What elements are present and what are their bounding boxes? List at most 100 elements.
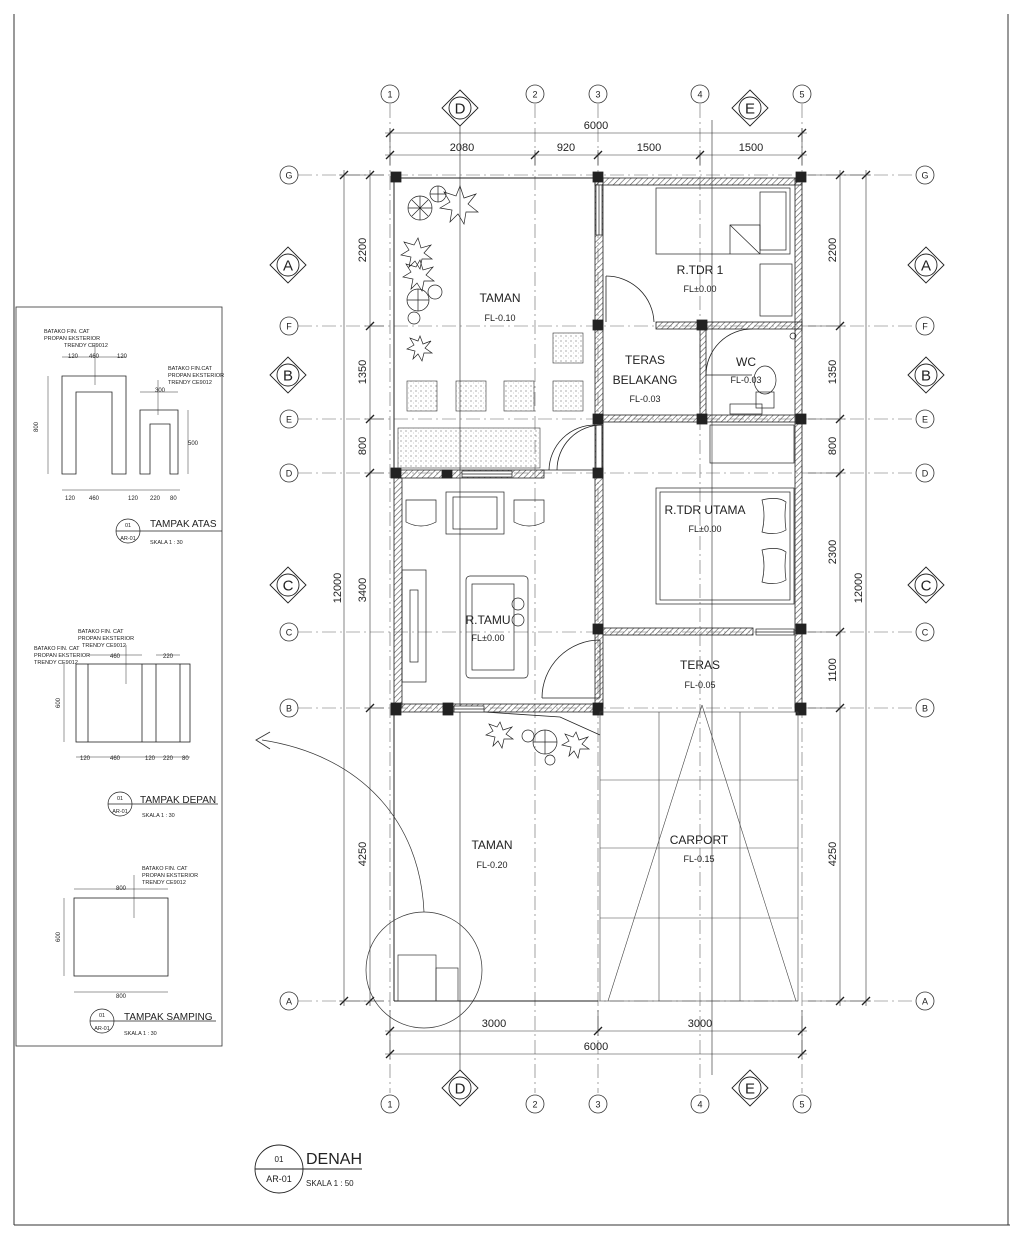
svg-text:120: 120: [128, 496, 139, 502]
grid-lines: [298, 104, 916, 1093]
svg-text:SKALA 1 : 30: SKALA 1 : 30: [124, 1031, 157, 1037]
planter-box: [397, 427, 541, 469]
svg-text:A: A: [283, 258, 293, 275]
grid-bubble-1-bottom: 1: [380, 1094, 400, 1114]
grid-bubbles-bottom: 1 2 3 4 5: [380, 1094, 812, 1114]
svg-text:3: 3: [595, 90, 600, 100]
svg-text:TAMPAK DEPAN: TAMPAK DEPAN: [140, 795, 216, 806]
section-marker-c-left: C: [269, 566, 307, 604]
detail-callout: [255, 731, 483, 1029]
svg-text:E: E: [286, 415, 292, 425]
svg-text:4250: 4250: [357, 842, 369, 866]
svg-text:C: C: [286, 628, 293, 638]
detail-tampak-samping: BATAKO FIN. CAT PROPAN EKSTERIOR TRENDY …: [56, 866, 216, 1037]
dimension-labels: 6000 2080 920 1500 1500 3000 3000 6000 1…: [332, 120, 865, 1053]
svg-text:FL±0.00: FL±0.00: [472, 633, 505, 643]
svg-text:120: 120: [68, 354, 79, 360]
svg-text:BATAKO FIN. CAT: BATAKO FIN. CAT: [44, 329, 90, 335]
svg-text:460: 460: [89, 496, 100, 502]
dim-overall-length-left: 12000: [332, 573, 344, 604]
svg-text:80: 80: [170, 496, 177, 502]
room-label-teras-belakang: TERAS: [625, 353, 665, 367]
dimension-lines: [339, 128, 871, 1059]
grid-bubbles-right: G F E D C B A: [915, 165, 935, 1011]
svg-text:500: 500: [188, 441, 199, 447]
svg-text:C: C: [283, 578, 294, 595]
svg-text:01: 01: [125, 523, 131, 529]
grid-bubble-2-top: 2: [525, 84, 545, 104]
plant-icon: [485, 721, 515, 749]
svg-text:2080: 2080: [450, 142, 474, 154]
armchair-right: [513, 499, 545, 527]
svg-text:TRENDY CE9012: TRENDY CE9012: [64, 343, 108, 349]
svg-text:C: C: [921, 578, 932, 595]
furniture: [401, 187, 797, 683]
wardrobe-1: [759, 263, 793, 317]
svg-text:TRENDY CE9012: TRENDY CE9012: [168, 380, 212, 386]
svg-text:FL±0.00: FL±0.00: [684, 284, 717, 294]
svg-text:E: E: [745, 101, 755, 118]
section-marker-d-top: D: [441, 89, 479, 127]
svg-text:120: 120: [65, 496, 76, 502]
svg-text:A: A: [922, 997, 928, 1007]
svg-text:SKALA 1 : 30: SKALA 1 : 30: [142, 813, 175, 819]
svg-text:TRENDY CE9012: TRENDY CE9012: [142, 880, 186, 886]
svg-text:D: D: [455, 101, 466, 118]
svg-text:220: 220: [150, 496, 161, 502]
svg-text:A: A: [921, 258, 931, 275]
svg-text:E: E: [745, 1081, 755, 1098]
grid-bubble-3-bottom: 3: [588, 1094, 608, 1114]
room-label-carport: CARPORT: [670, 833, 729, 847]
toilet: [753, 365, 777, 395]
section-cut-lines: [459, 120, 713, 1075]
section-marker-c-right: C: [907, 566, 945, 604]
svg-text:800: 800: [116, 886, 127, 892]
main-title-scale: SKALA 1 : 50: [306, 1179, 354, 1188]
room-label-taman-top: TAMAN: [479, 291, 520, 305]
svg-text:TAMPAK ATAS: TAMPAK ATAS: [150, 519, 217, 530]
svg-text:2: 2: [532, 1100, 537, 1110]
plant-icon: [429, 185, 447, 203]
svg-text:2300: 2300: [827, 540, 839, 564]
svg-text:2200: 2200: [357, 238, 369, 262]
svg-text:1350: 1350: [827, 360, 839, 384]
svg-text:B: B: [921, 368, 931, 385]
section-marker-a-left: A: [269, 246, 307, 284]
room-label-tdr-utama: R.TDR UTAMA: [664, 503, 745, 517]
svg-text:PROPAN EKSTERIOR: PROPAN EKSTERIOR: [142, 873, 198, 879]
svg-text:AR-01: AR-01: [120, 536, 136, 542]
plant-icon: [407, 195, 433, 221]
carport-paving: [599, 704, 799, 1002]
svg-text:BELAKANG: BELAKANG: [613, 373, 678, 387]
dimension-ticks: [339, 128, 871, 1059]
svg-text:460: 460: [110, 654, 121, 660]
svg-text:F: F: [286, 322, 292, 332]
svg-text:BATAKO FIN.CAT: BATAKO FIN.CAT: [168, 366, 213, 372]
dim-overall-width-top: 6000: [584, 120, 608, 132]
svg-text:FL-0.10: FL-0.10: [484, 313, 515, 323]
svg-text:FL-0.03: FL-0.03: [629, 394, 660, 404]
detail-tag-atas: 01 AR-01 TAMPAK ATAS SKALA 1 : 30: [115, 518, 222, 546]
svg-text:C: C: [922, 628, 929, 638]
armchair-left: [405, 499, 437, 527]
grid-bubble-5-bottom: 5: [792, 1094, 812, 1114]
svg-text:920: 920: [557, 142, 575, 154]
grid-bubble-5-top: 5: [792, 84, 812, 104]
svg-text:FL-0.05: FL-0.05: [684, 680, 715, 690]
plant-icons: [400, 184, 591, 766]
svg-text:3000: 3000: [482, 1018, 506, 1030]
grid-bubble-1-top: 1: [380, 84, 400, 104]
svg-text:800: 800: [34, 421, 40, 432]
svg-text:120: 120: [117, 354, 128, 360]
main-title: DENAH: [306, 1151, 362, 1168]
svg-text:120: 120: [80, 756, 91, 762]
svg-text:2200: 2200: [827, 238, 839, 262]
svg-text:G: G: [285, 171, 292, 181]
single-bed: [655, 187, 791, 255]
svg-text:800: 800: [357, 437, 369, 455]
svg-text:5: 5: [799, 90, 804, 100]
section-marker-e-top: E: [731, 89, 769, 127]
svg-text:PROPAN EKSTERIOR: PROPAN EKSTERIOR: [78, 636, 134, 642]
svg-text:800: 800: [827, 437, 839, 455]
